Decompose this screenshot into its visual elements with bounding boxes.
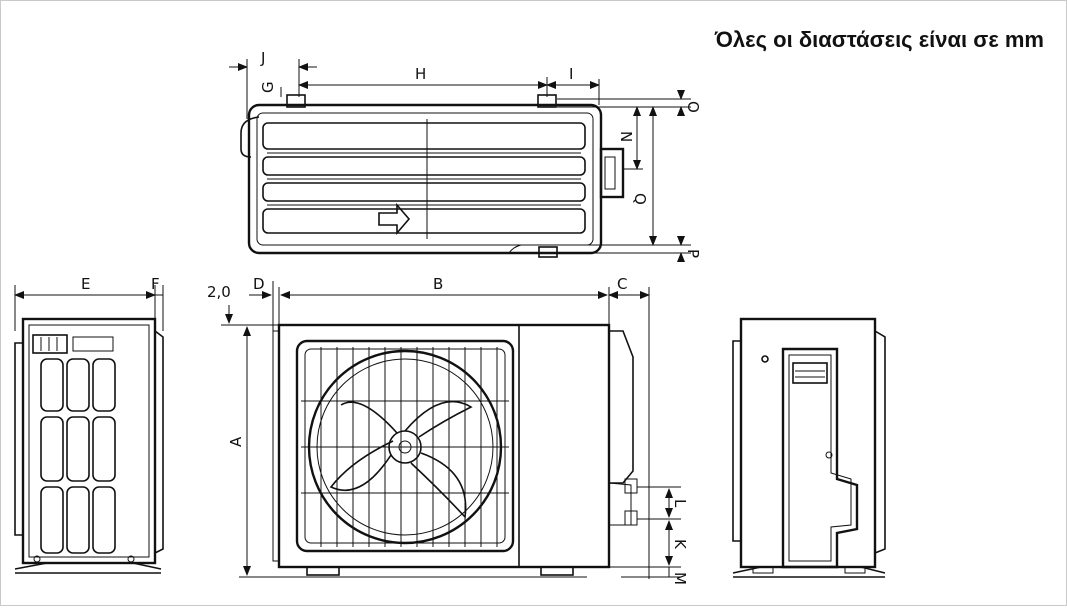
bottom-foot: [538, 246, 558, 258]
valve-cover: [781, 347, 859, 569]
dim-label-I: I: [569, 65, 573, 83]
dim-label-K: K: [671, 539, 689, 550]
left-side-dimensions: E F: [14, 275, 164, 331]
service-port-upper: [624, 478, 638, 494]
dim-label-L: L: [671, 499, 689, 508]
top-view: [240, 94, 625, 258]
dim-label-Q: Q: [631, 193, 649, 205]
dim-label-N: N: [617, 131, 635, 142]
top-view-louvers: [262, 119, 586, 239]
front-foot-left: [306, 566, 340, 576]
handle-grip: [792, 362, 828, 384]
service-port-lower: [624, 510, 638, 526]
dim-label-E: E: [81, 275, 90, 293]
dim-label-B: B: [433, 275, 443, 293]
terminal-block: [32, 334, 68, 354]
dim-label-F: F: [151, 275, 160, 293]
dim-label-A: A: [227, 436, 245, 447]
fan-grille: [295, 339, 515, 553]
dim-label-C: C: [617, 275, 627, 293]
airflow-arrow-icon: [378, 202, 411, 236]
left-side-grille: [40, 358, 116, 554]
dim-label-O: O: [684, 101, 702, 113]
dim-label-J: J: [260, 49, 265, 67]
front-body: [277, 323, 611, 569]
left-side-view: [14, 317, 164, 574]
front-view: [272, 323, 638, 578]
right-side-view: [732, 317, 886, 578]
dim-label-gap: 2,0: [207, 283, 231, 301]
dim-label-M: M: [671, 572, 689, 585]
dim-label-P: P: [684, 249, 702, 258]
top-view-dimensions: J G H I N Q O: [229, 49, 702, 262]
front-foot-right: [540, 566, 574, 576]
valve-box: [599, 147, 625, 199]
units-note: Όλες οι διαστάσεις είναι σε mm: [714, 27, 1044, 52]
top-fitting-left: [286, 94, 306, 108]
dim-label-G: G: [259, 81, 277, 93]
dim-label-D: D: [253, 275, 265, 293]
dim-label-H: H: [415, 65, 426, 83]
front-view-dimensions: 2,0 D B C A L: [207, 275, 689, 585]
